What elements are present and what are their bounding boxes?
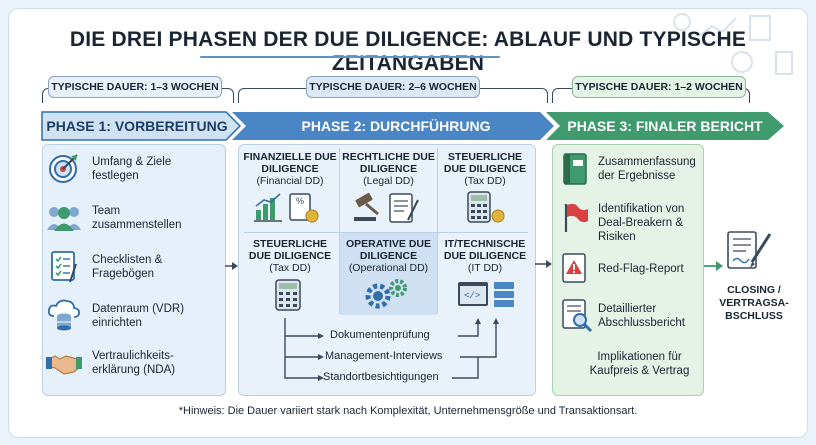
phase2-cell-4-sub: (Tax DD)	[269, 262, 311, 274]
phase2-duration-badge: TYPISCHE DAUER: 2–6 WOCHEN	[306, 76, 480, 98]
svg-text:%: %	[296, 196, 304, 206]
server-icon: </>	[458, 282, 514, 307]
operational-dd-highlight	[340, 233, 437, 315]
phase2-grid-hline	[244, 232, 528, 233]
svg-text:</>: </>	[464, 291, 480, 301]
phase2-cell-2-sub: (Legal DD)	[363, 175, 414, 187]
phase1-item-1: Umfang & Ziele festlegen	[92, 156, 172, 182]
phase1-item-2: Team zusammenstellen	[92, 205, 182, 231]
closing-label: CLOSING / VERTRAGSA-BSCHLUSS	[719, 284, 789, 322]
phase3-implication: Implikationen für Kaufpreis & Vertrag	[589, 351, 690, 377]
handshake-icon	[46, 355, 82, 375]
phase1-title: PHASE 1: VORBEREITUNG	[46, 118, 228, 134]
phase2-grid-vline-1	[339, 148, 340, 314]
checklist-icon	[51, 251, 77, 283]
gavel-icon	[354, 192, 419, 223]
phase3-item-4: Detaillierter Abschlussbericht	[598, 303, 685, 329]
phase2-grid-vline-2	[437, 148, 438, 314]
report-magnifier-icon	[562, 299, 593, 333]
phase2-title: PHASE 2: DURCHFÜHRUNG	[301, 118, 491, 134]
phase2-cell-1-sub: (Financial DD)	[256, 175, 324, 187]
phase2-cell-4-title: STEUERLICHE DUE DILIGENCE (Tax DD)	[242, 238, 338, 274]
phase2-cell-3-sub: (Tax DD)	[464, 175, 506, 187]
phase3-item-2: Identifikation von Deal-Breakern & Risik…	[598, 203, 685, 243]
contract-signing-icon	[727, 231, 772, 269]
phase2-cell-5-title: OPERATIVE DUE DILIGENCE (Operational DD)	[341, 238, 436, 274]
phase2-cell-6-sub: (IT DD)	[467, 262, 503, 274]
calculator-icon	[275, 279, 301, 311]
phase3-item-1: Zusammenfassung der Ergebnisse	[598, 156, 696, 182]
phase3-title: PHASE 3: FINALER BERICHT	[567, 118, 763, 134]
activity-management-interviews: Management-Interviews	[325, 350, 443, 362]
phase2-cell-1-title: FINANZIELLE DUE DILIGENCE (Financial DD)	[243, 151, 337, 187]
phase1-item-5: Vertraulichkeits-erklärung (NDA)	[92, 350, 176, 376]
phase2-cell-2-title: RECHTLICHE DUE DILIGENCE (Legal DD)	[342, 151, 435, 187]
target-icon	[49, 154, 78, 183]
financial-chart-icon: %	[254, 193, 319, 223]
gears-icon	[365, 279, 407, 309]
phase1-item-4: Datenraum (VDR) einrichten	[92, 303, 185, 329]
calculator-icon	[467, 191, 505, 223]
warning-document-icon	[562, 253, 586, 283]
activity-site-visits: Standortbesichtigungen	[323, 371, 439, 383]
decorative-analytics-icons	[673, 13, 793, 75]
phase3-duration-badge: TYPISCHE DAUER: 1–2 WOCHEN	[572, 76, 746, 98]
phase2-cell-6-title: IT/TECHNISCHE DUE DILIGENCE (IT DD)	[439, 238, 531, 274]
activity-document-review: Dokumentenprüfung	[330, 329, 430, 341]
phase3-item-3: Red-Flag-Report	[598, 263, 684, 275]
binder-icon	[563, 153, 587, 185]
phase2-cell-3-title: STEUERLICHE DUE DILIGENCE (Tax DD)	[439, 151, 531, 187]
footnote: *Hinweis: Die Dauer variiert stark nach …	[178, 405, 638, 417]
team-icon	[47, 207, 81, 231]
red-flag-icon	[564, 203, 588, 232]
cloud-database-icon	[47, 299, 81, 331]
phase2-cell-5-sub: (Operational DD)	[348, 262, 429, 274]
title-underline	[200, 56, 500, 58]
phase1-duration-badge: TYPISCHE DAUER: 1–3 WOCHEN	[48, 76, 222, 98]
phase1-item-3: Checklisten & Fragebögen	[92, 254, 163, 280]
